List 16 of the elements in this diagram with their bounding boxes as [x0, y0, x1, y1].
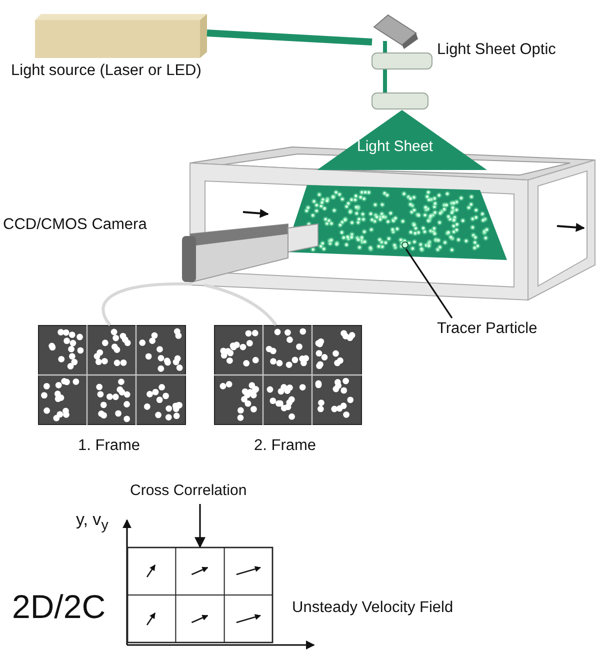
text-label: Light Sheet: [357, 138, 433, 156]
frame-caption: 1. Frame: [78, 437, 140, 455]
callout-label: Tracer Particle: [437, 320, 538, 338]
text-label: Light Sheet Optic: [437, 41, 556, 59]
text-label: Cross Correlation: [130, 482, 247, 500]
text-label: Light source (Laser or LED): [11, 62, 202, 80]
light-beam: [206, 30, 372, 46]
cable: [102, 282, 192, 326]
text-label: CCD/CMOS Camera: [3, 216, 147, 234]
cable: [204, 284, 278, 326]
text-label: Unsteady Velocity Field: [292, 599, 454, 617]
frame-caption: 2. Frame: [254, 437, 316, 455]
axis-label: y, v$_{y}$: [76, 510, 108, 534]
arrow: [194, 504, 206, 548]
mode-label: 2D/2C: [12, 588, 106, 626]
leader-line: [405, 248, 453, 318]
